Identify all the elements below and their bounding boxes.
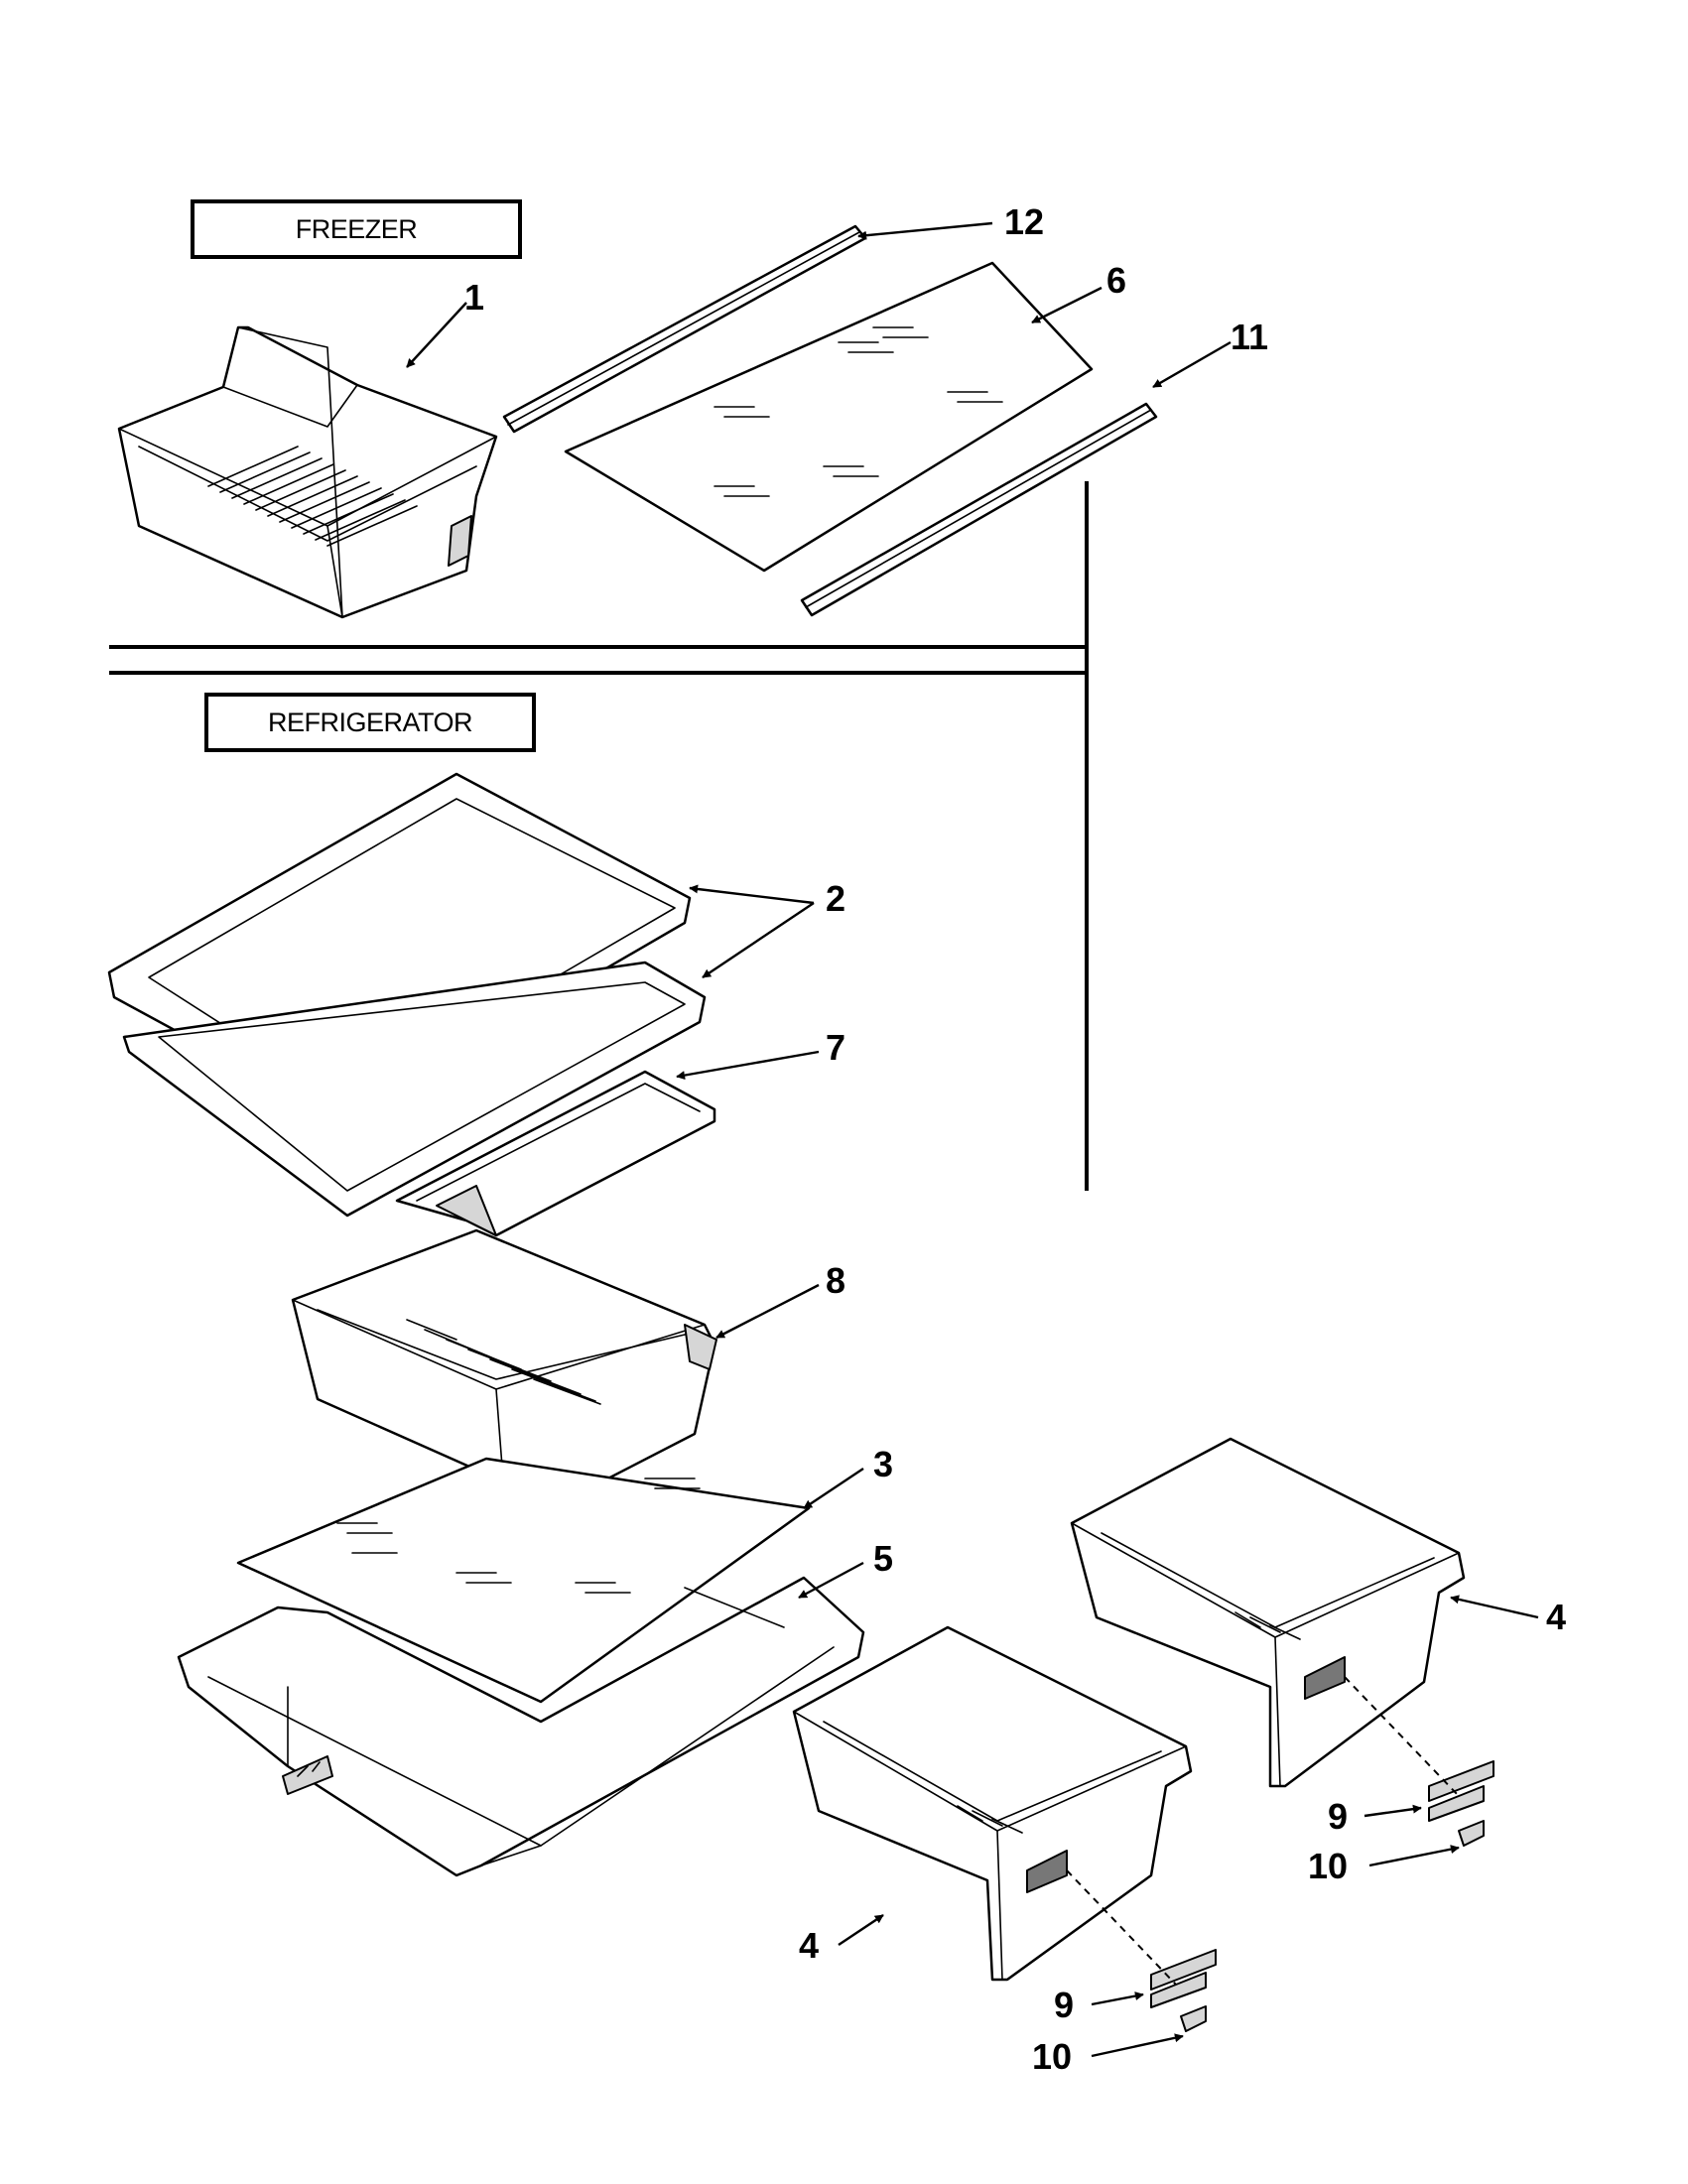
humidity-control-left [1066,1869,1217,2032]
humidity-control-right [1344,1676,1494,1847]
freezer-basket [117,325,498,619]
callout-10-right: 10 [1308,1846,1348,1886]
callout-1: 1 [464,277,484,318]
crisper-rail [395,1070,716,1237]
freezer-basket-ribs [207,446,418,547]
callout-5: 5 [873,1538,893,1579]
crisper-right-ribs [1234,1611,1301,1640]
freezer-shelf-trim-front [800,402,1158,617]
freezer-label-box: FREEZER [191,199,522,259]
refrigerator-shelf-lower [122,961,707,1218]
callout-numbers: 1 12 6 11 2 7 8 3 5 4 4 9 10 9 10 [464,201,1566,2077]
callout-12: 12 [1004,201,1044,242]
crisper-drawer-left [792,1625,1193,1982]
leader-lines [406,221,1539,2058]
callout-11: 11 [1231,317,1268,357]
callout-4-right: 4 [1546,1597,1566,1637]
refrigerator-label: REFRIGERATOR [268,707,472,737]
deli-drawer-ribs [406,1319,601,1405]
crisper-left-ribs [957,1805,1023,1834]
freezer-glass-shelf [564,261,1094,573]
freezer-label: FREEZER [296,214,418,244]
callout-9-right: 9 [1328,1796,1348,1837]
callout-2: 2 [826,878,845,919]
callout-7: 7 [826,1027,845,1068]
callout-4-left: 4 [799,1925,819,1966]
callout-8: 8 [826,1260,845,1301]
section-dividers [109,481,1089,1191]
callout-9-left: 9 [1054,1985,1074,2025]
crisper-frame [177,1576,865,1877]
crisper-glass-marks [336,1477,701,1594]
callout-6: 6 [1106,260,1126,301]
glass-marks [714,326,1003,497]
callout-10-left: 10 [1032,2036,1072,2077]
callout-3: 3 [873,1444,893,1484]
refrigerator-label-box: REFRIGERATOR [204,693,536,752]
deli-drawer [291,1228,717,1520]
